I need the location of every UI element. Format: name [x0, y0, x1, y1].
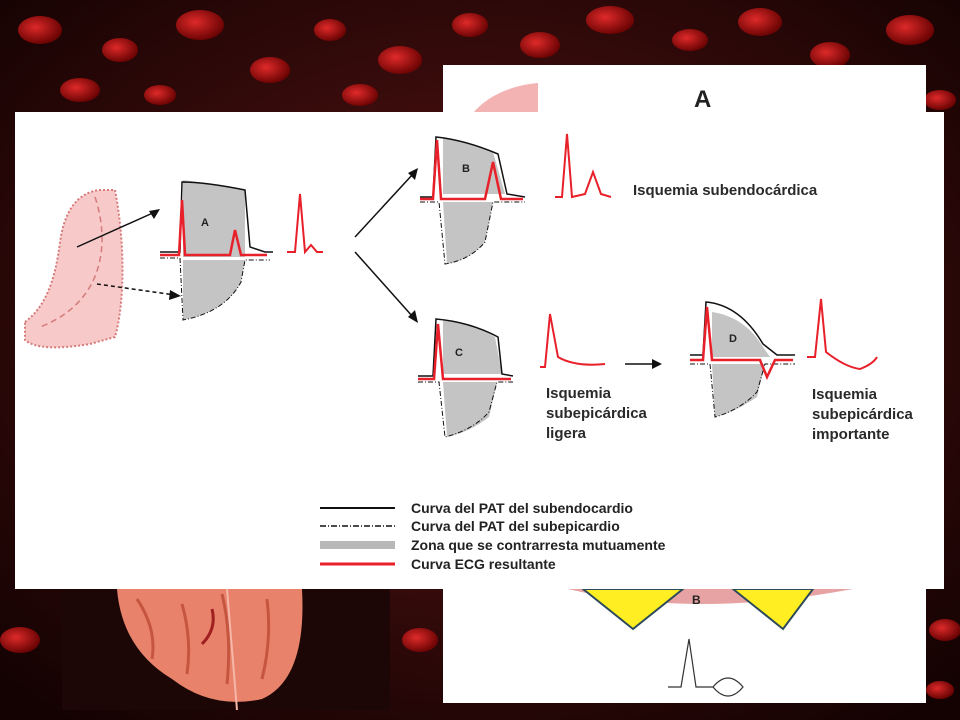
legend-label-subepicardium: Curva del PAT del subepicardio — [411, 518, 620, 534]
background-heart-fragment — [473, 83, 538, 113]
background-slide-title: A — [694, 86, 712, 113]
label-line: Isquemia — [546, 385, 612, 402]
heart-wall-section — [24, 189, 124, 349]
cell-a-letter: A — [201, 217, 209, 229]
legend-label-mutual-zone: Zona que se contrarresta mutuamente — [411, 537, 666, 553]
heart-anatomy-image — [62, 589, 390, 710]
yellow-zone-left — [581, 589, 685, 631]
yellow-zone-right — [731, 589, 815, 631]
label-important-subepicardial-ischemia: Isquemia subepicárdica importante — [812, 385, 913, 445]
label-line: Isquemia — [812, 386, 878, 403]
label-line: ligera — [546, 425, 587, 442]
cell-b-graph — [420, 136, 526, 265]
legend-label-ecg-curve: Curva ECG resultante — [411, 556, 556, 572]
cell-c-graph — [418, 318, 514, 438]
background-bottom-graphic — [568, 589, 853, 697]
label-subendocardial-ischemia: Isquemia subendocárdica — [633, 182, 818, 199]
cell-d-letter: D — [729, 333, 737, 345]
label-line: subepicárdica — [546, 405, 647, 422]
label-line: importante — [812, 426, 890, 443]
cell-b-letter: B — [462, 163, 470, 175]
label-line: subepicárdica — [812, 406, 913, 423]
cell-a-graph — [160, 180, 273, 321]
legend-label-subendocardium: Curva del PAT del subendocardio — [411, 500, 633, 516]
cell-c-letter: C — [455, 347, 463, 359]
cell-d-graph — [690, 301, 795, 418]
label-light-subepicardial-ischemia: Isquemia subepicárdica ligera — [546, 384, 647, 444]
background-bottom-letter: B — [692, 593, 701, 607]
ischemia-diagram — [24, 133, 878, 566]
legend-swatches — [320, 507, 395, 566]
